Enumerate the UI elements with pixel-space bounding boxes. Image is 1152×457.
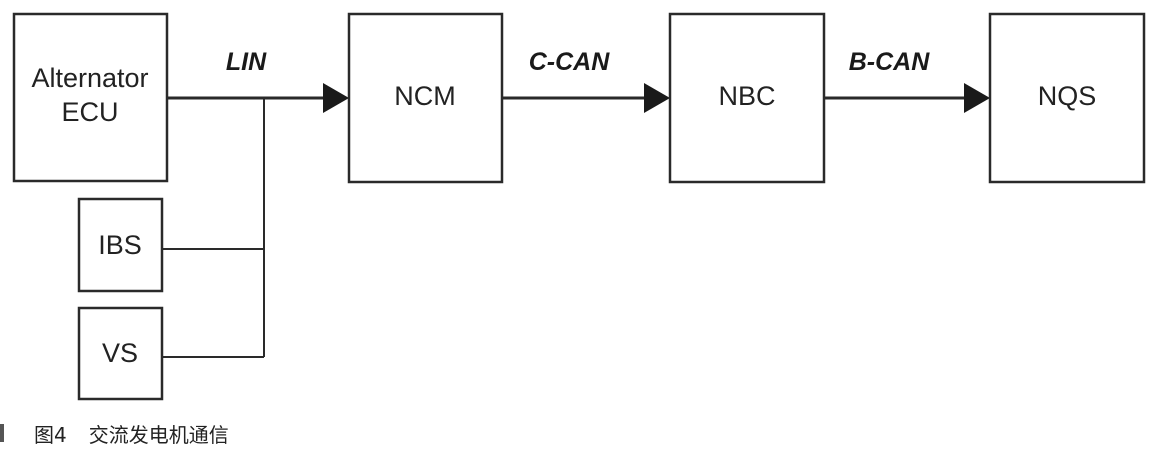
vs-label: VS bbox=[102, 338, 138, 368]
page-edge-mark bbox=[0, 424, 4, 442]
ibs-node: IBS bbox=[77, 197, 164, 293]
alternator-ecu-node: Alternator ECU bbox=[12, 12, 169, 183]
vs-box bbox=[77, 306, 164, 401]
nqs-label: NQS bbox=[1038, 81, 1097, 111]
figure-number: 图4 bbox=[34, 422, 67, 447]
b-can-label: B-CAN bbox=[849, 48, 930, 76]
nbc-node: NBC bbox=[668, 12, 826, 184]
ibs-label: IBS bbox=[98, 230, 142, 260]
b-can-bus: B-CAN bbox=[824, 48, 990, 113]
lin-bus: LIN bbox=[162, 48, 349, 358]
vs-node: VS bbox=[77, 306, 164, 401]
ncm-label: NCM bbox=[394, 81, 456, 111]
c-can-arrowhead bbox=[644, 83, 670, 113]
ncm-box bbox=[347, 12, 504, 184]
nqs-node: NQS bbox=[988, 12, 1146, 184]
c-can-bus: C-CAN bbox=[502, 48, 670, 113]
c-can-label: C-CAN bbox=[529, 48, 610, 76]
alternator-ecu-label-line1: Alternator bbox=[31, 63, 148, 93]
ncm-node: NCM bbox=[347, 12, 504, 184]
b-can-arrowhead bbox=[964, 83, 990, 113]
nbc-label: NBC bbox=[718, 81, 775, 111]
figure-caption: 图4 交流发电机通信 bbox=[0, 418, 229, 448]
lin-arrowhead bbox=[323, 83, 349, 113]
ibs-box bbox=[77, 197, 164, 293]
lin-label: LIN bbox=[226, 48, 267, 76]
nqs-box bbox=[988, 12, 1146, 184]
alternator-ecu-label-line2: ECU bbox=[61, 97, 118, 127]
figure-title: 交流发电机通信 bbox=[88, 422, 229, 447]
alternator-ecu-box bbox=[12, 12, 169, 183]
nbc-box bbox=[668, 12, 826, 184]
